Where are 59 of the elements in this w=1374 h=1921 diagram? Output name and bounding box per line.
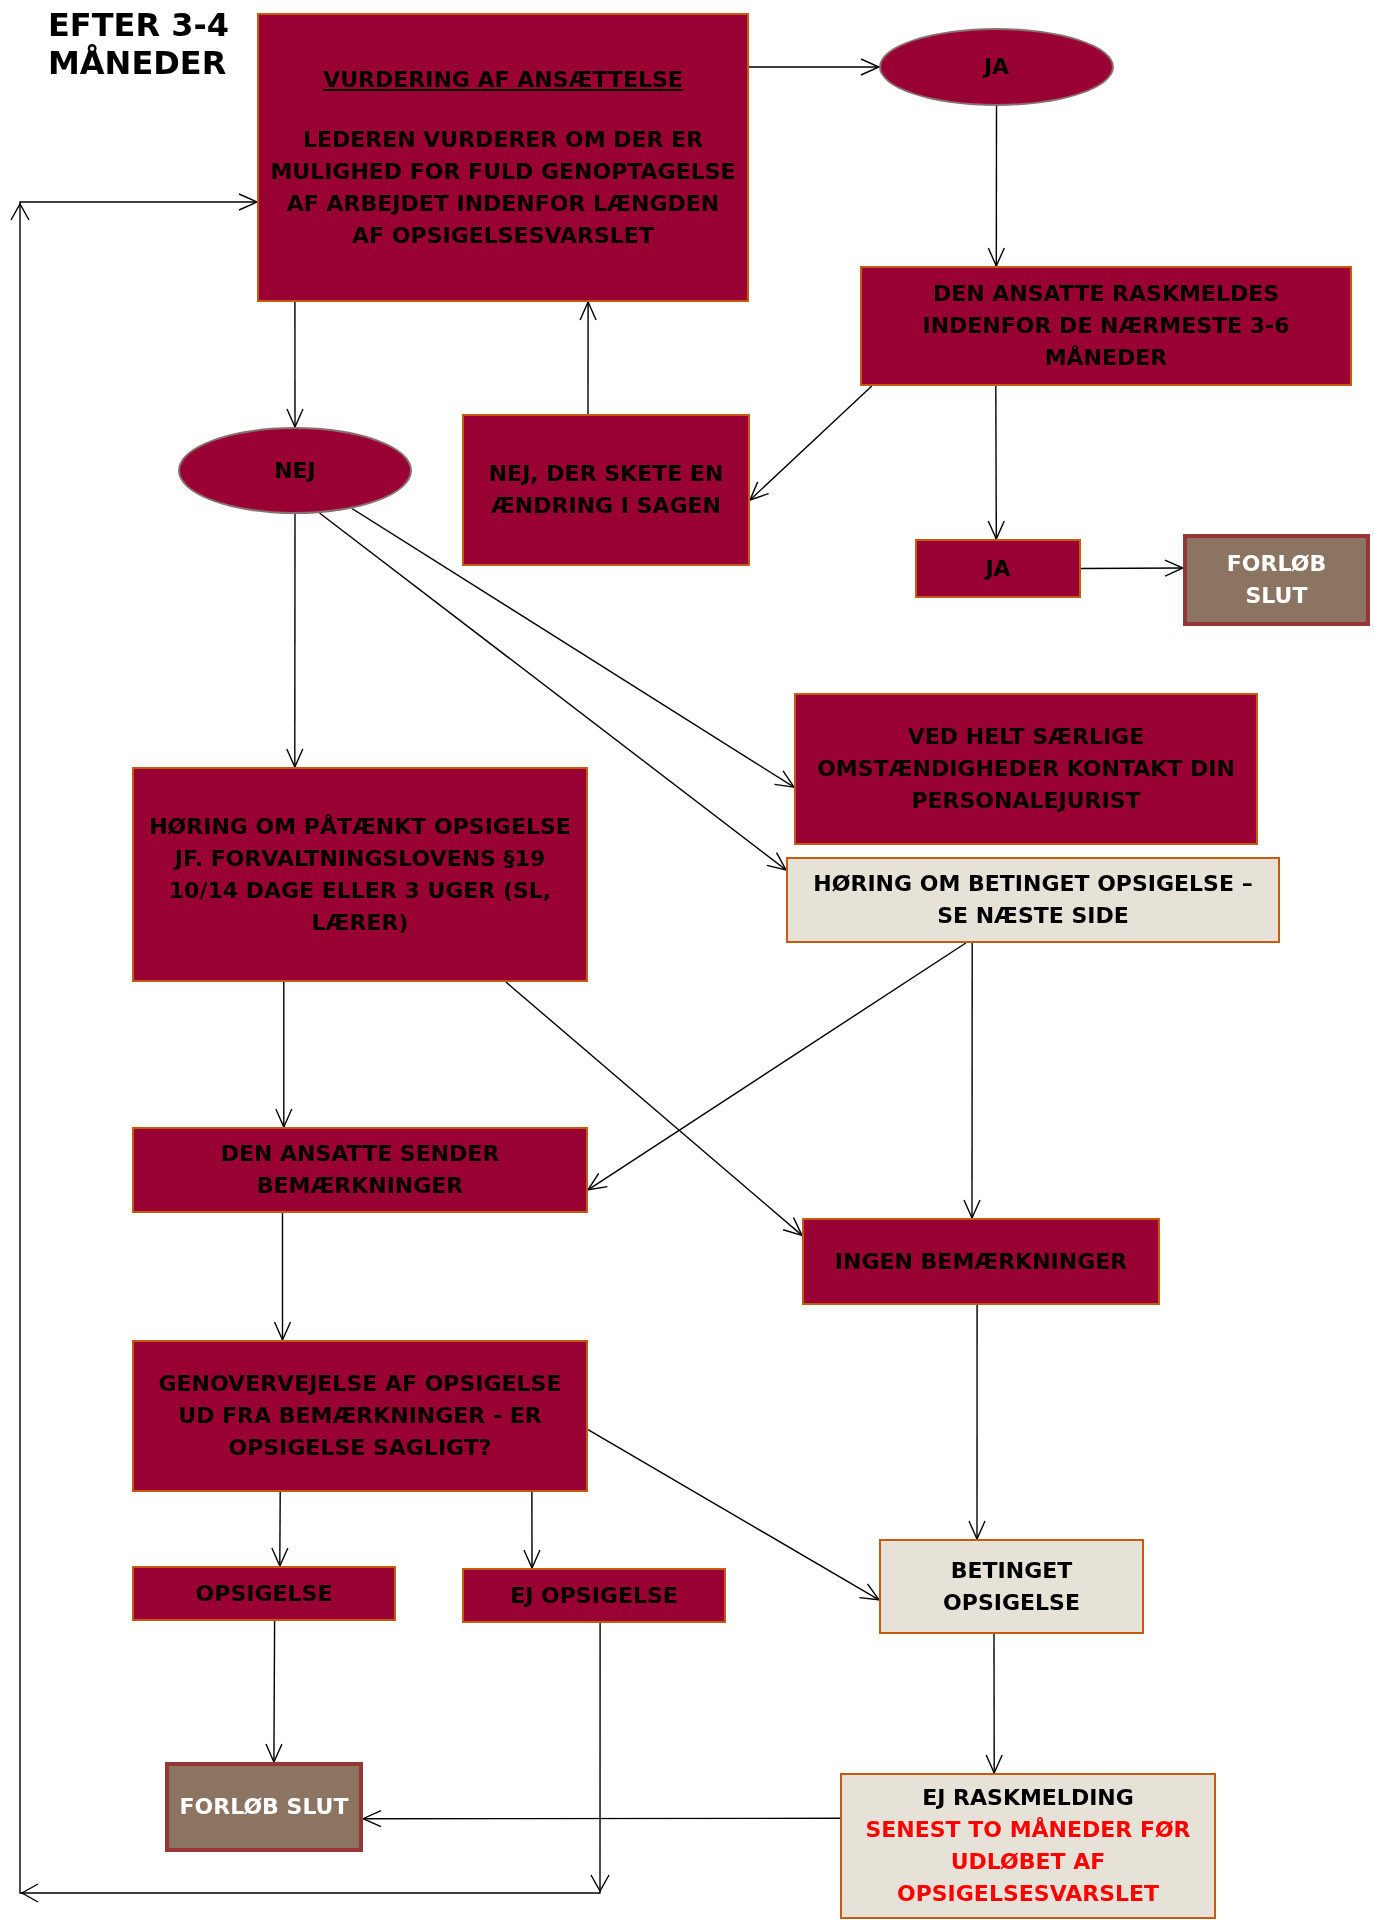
box-text: EJ OPSIGELSE <box>510 1581 678 1610</box>
process-box <box>132 767 588 982</box>
arrow <box>318 512 787 871</box>
arrow <box>579 301 597 415</box>
arrow <box>987 105 1005 267</box>
end-box <box>1183 534 1370 626</box>
box-text: OPSIGELSE <box>195 1579 333 1608</box>
arrow <box>963 942 981 1219</box>
end-box <box>165 1762 363 1852</box>
arrow <box>748 58 880 76</box>
box-text: INGEN BEMÆRKNINGER <box>834 1247 1128 1276</box>
arrow <box>749 385 873 501</box>
process-box <box>794 693 1258 845</box>
process-box <box>915 539 1081 598</box>
arrow <box>587 942 967 1191</box>
box-text: BETINGET OPSIGELSE <box>942 1556 1081 1617</box>
arrow <box>505 981 803 1237</box>
info-box <box>879 1539 1144 1634</box>
box-text: JA <box>985 554 1011 583</box>
box-text: HØRING OM BETINGET OPSIGELSE – SE NÆSTE SIDE <box>812 870 1254 930</box>
box-text: DEN ANSATTE RASKMELDES INDENFOR DE NÆRMESTE 3-6 MÅNEDER <box>921 280 1291 372</box>
warning-text: SENEST TO MÅNEDER FØR UDLØBET AF OPSIGELSESVARSLET <box>864 1816 1192 1908</box>
process-box <box>257 13 749 302</box>
arrow <box>523 1491 541 1569</box>
box-text: NEJ <box>274 456 316 485</box>
process-box <box>132 1127 588 1213</box>
box-text: HØRING OM PÅTÆNKT OPSIGELSE JF. FORVALTNINGSLOVENS §19 10/14 DAGE ELLER 3 UGER (SL, LÆRER) <box>148 812 572 937</box>
box-text: NEJ, DER SKETE EN ÆNDRING I SAGEN <box>487 460 725 520</box>
box-text: FORLØB SLUT <box>1225 550 1328 610</box>
arrow <box>286 513 304 768</box>
arrow <box>265 1620 283 1763</box>
info-box <box>840 1773 1216 1919</box>
arrow <box>351 507 795 788</box>
arrow <box>271 1491 289 1567</box>
process-box <box>860 266 1352 386</box>
box-text: DEN ANSATTE SENDER BEMÆRKNINGER <box>219 1140 501 1200</box>
arrow <box>275 981 293 1128</box>
process-box <box>132 1566 396 1621</box>
page-title: EFTER 3-4 MÅNEDER <box>48 6 230 82</box>
box-heading: VURDERING AF ANSÆTTELSE <box>323 65 683 94</box>
process-box <box>802 1218 1160 1305</box>
process-box <box>462 1568 726 1623</box>
box-text: EJ RASKMELDING <box>922 1784 1134 1812</box>
arrow <box>286 301 304 428</box>
box-text: LEDEREN VURDERER OM DER ER MULIGHED FOR FULD GENOPTAGELSE AF ARBEJDET INDENFOR LÆNGDEN AF OPSIGELSESVARSLET <box>269 125 737 250</box>
process-box <box>462 414 750 566</box>
arrow <box>968 1304 986 1540</box>
box-text: VED HELT SÆRLIGE OMSTÆNDIGHEDER KONTAKT DIN PERSONALEJURIST <box>816 723 1236 815</box>
arrow <box>985 1633 1003 1774</box>
box-text: FORLØB SLUT <box>179 1793 349 1821</box>
process-box <box>132 1340 588 1492</box>
arrow <box>587 1429 880 1601</box>
arrow <box>362 1810 841 1828</box>
box-text: GENOVERVEJELSE AF OPSIGELSE UD FRA BEMÆRKNINGER - ER OPSIGELSE SAGLIGT? <box>157 1370 563 1462</box>
arrow <box>987 385 1005 540</box>
box-text: JA <box>983 53 1010 81</box>
arrow <box>1080 559 1184 577</box>
info-box <box>786 857 1280 943</box>
arrow <box>273 1212 292 1341</box>
